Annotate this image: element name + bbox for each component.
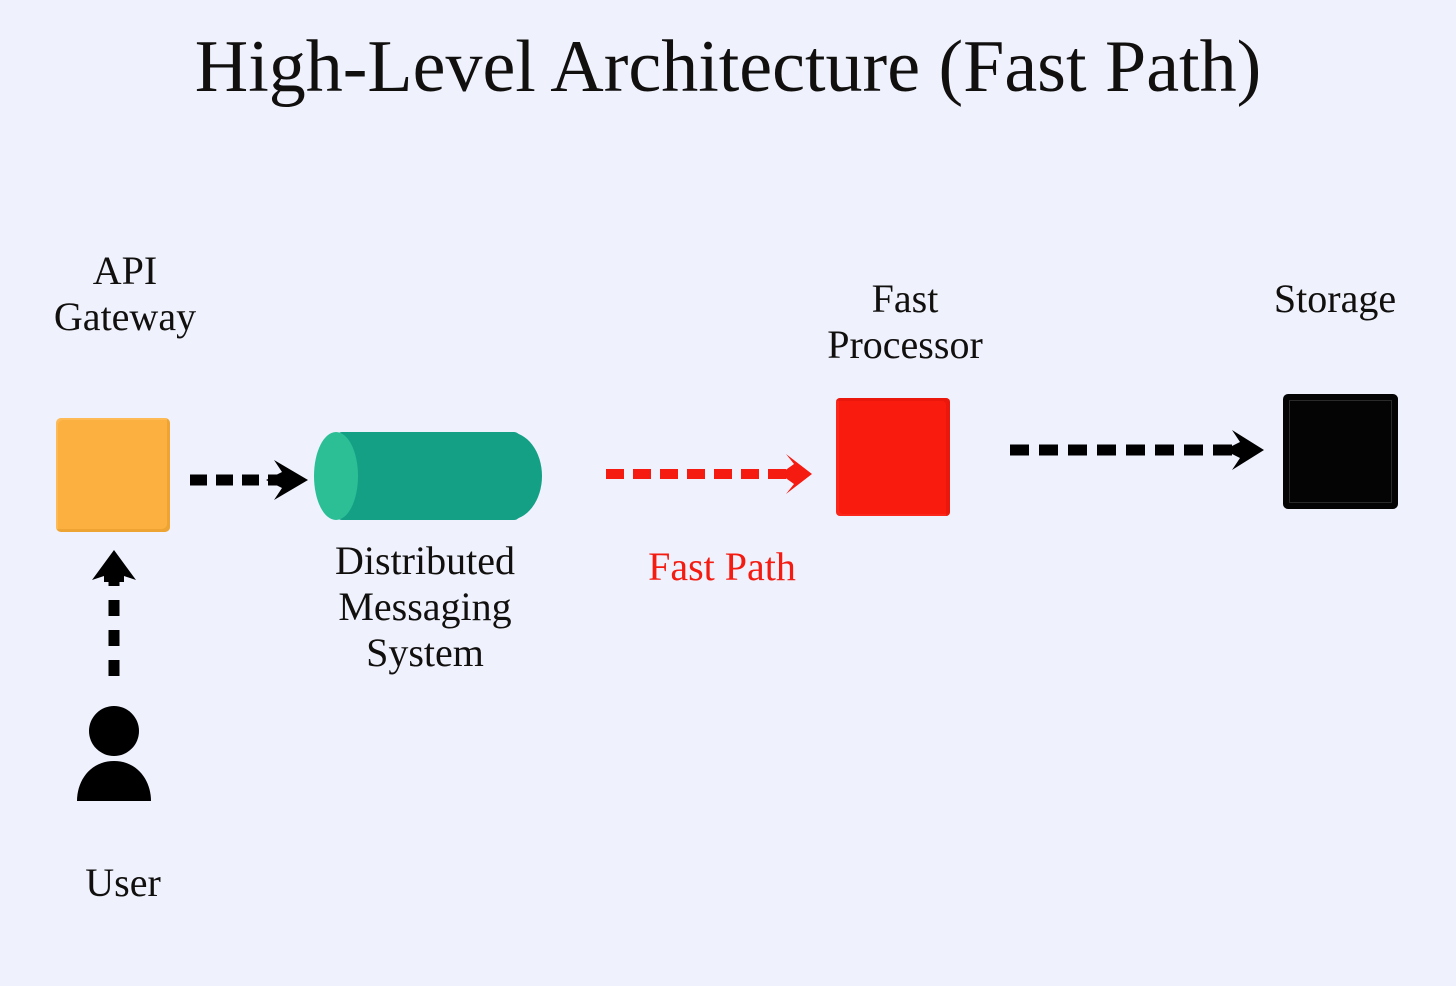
arrow-gateway-to-messaging (190, 460, 308, 500)
api-gateway-label: API Gateway (53, 248, 197, 339)
arrow-user-to-gateway (92, 550, 136, 676)
fast-path-edge-label: Fast Path (648, 544, 796, 589)
page-title: High-Level Architecture (Fast Path) (194, 26, 1262, 108)
fast-processor-node[interactable] (836, 398, 950, 516)
cylinder-body (336, 432, 520, 520)
arrow-messaging-to-processor (606, 454, 812, 494)
storage-node[interactable] (1283, 394, 1398, 509)
distributed-messaging-system-node[interactable] (314, 432, 542, 520)
arrow-processor-to-storage (1010, 430, 1264, 470)
user-icon (77, 706, 151, 801)
api-gateway-node[interactable] (56, 418, 170, 532)
distributed-messaging-system-label: Distributed Messaging System (335, 538, 515, 675)
storage-inner-outline (1289, 400, 1392, 503)
cylinder-left-cap (314, 432, 358, 520)
fast-processor-label: Fast Processor (827, 276, 983, 367)
storage-label: Storage (1273, 276, 1397, 321)
user-label: User (85, 860, 161, 905)
